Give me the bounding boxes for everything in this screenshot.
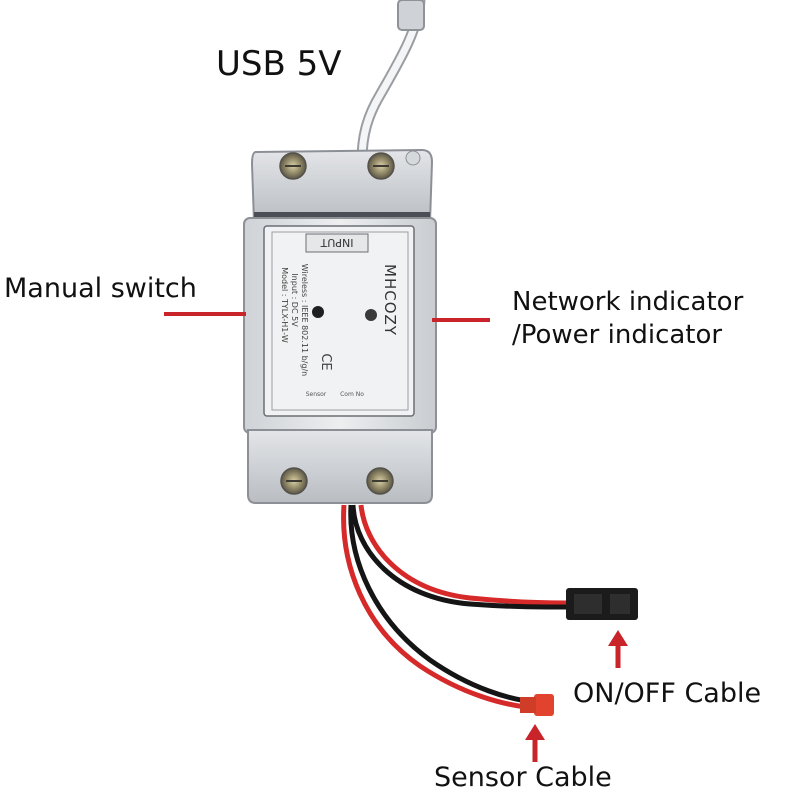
arrow-up-icon bbox=[525, 724, 545, 762]
brand-label: MHCOZY bbox=[381, 264, 399, 336]
top-end-cap bbox=[250, 148, 434, 223]
model-line: Model : TYLX-H1-W bbox=[280, 267, 289, 343]
bottom-end-cap bbox=[247, 429, 433, 504]
wireless-line: Wireless : IEEE 802.11 b/g/n bbox=[300, 264, 309, 376]
manual-switch-button[interactable] bbox=[312, 306, 324, 318]
network-indicator-label: Network indicator bbox=[512, 287, 744, 317]
input-line: Input : DC 5V bbox=[290, 273, 299, 327]
power-indicator-label: /Power indicator bbox=[512, 320, 723, 350]
on-off-connector bbox=[566, 588, 638, 620]
output-cables bbox=[341, 504, 567, 711]
sensor-cable-label: Sensor Cable bbox=[434, 762, 612, 793]
usb-cable bbox=[356, 0, 426, 166]
input-tag: INPUT bbox=[320, 236, 353, 249]
input-tag-box bbox=[305, 233, 369, 253]
device-label-panel: INPUT MHCOZY Model : TYLX-H1-W Input : D… bbox=[263, 225, 415, 417]
indicator-led-icon bbox=[365, 309, 377, 321]
sensor-terminal-label: Sensor bbox=[306, 391, 327, 398]
usb-power-label: USB 5V bbox=[216, 44, 342, 84]
manual-switch-label: Manual switch bbox=[4, 273, 197, 304]
sensor-connector bbox=[520, 694, 554, 716]
ce-mark: CE bbox=[318, 353, 333, 370]
com-terminal-label: Com No bbox=[340, 391, 364, 398]
arrow-up-icon bbox=[608, 630, 628, 668]
on-off-cable-label: ON/OFF Cable bbox=[573, 678, 762, 709]
